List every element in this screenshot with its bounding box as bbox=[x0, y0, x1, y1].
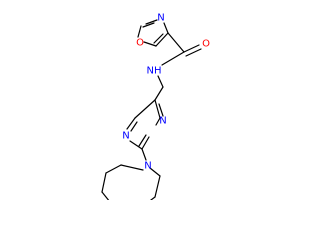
bond bbox=[138, 134, 147, 147]
bond bbox=[141, 136, 150, 150]
bond bbox=[154, 86, 164, 101]
bond bbox=[101, 172, 107, 193]
bond bbox=[157, 75, 164, 88]
bond bbox=[154, 99, 161, 119]
bond bbox=[101, 191, 115, 208]
bond bbox=[161, 51, 185, 66]
structure-canvas: N O O NH N N N bbox=[101, 13, 210, 210]
oxazole-nitrogen-label: N bbox=[157, 13, 164, 24]
bond bbox=[130, 121, 138, 132]
bond bbox=[134, 99, 156, 119]
bond bbox=[137, 25, 142, 38]
carbonyl-oxygen-label: O bbox=[202, 39, 210, 50]
bond bbox=[141, 148, 147, 161]
bond bbox=[138, 196, 156, 210]
pyrimidine-nitrogen-upper-label: N bbox=[159, 116, 166, 127]
bond bbox=[154, 175, 161, 198]
bond bbox=[167, 32, 185, 53]
bond bbox=[143, 41, 157, 47]
azocane-nitrogen-label: N bbox=[144, 161, 151, 172]
amide-nh-label: NH bbox=[147, 66, 162, 77]
bond bbox=[145, 19, 158, 25]
oxazole-oxygen-label: O bbox=[136, 38, 144, 49]
bond bbox=[153, 33, 164, 44]
bond bbox=[158, 103, 164, 117]
bond bbox=[155, 32, 169, 47]
bond bbox=[126, 117, 136, 130]
molecule-diagram: N O O NH N N N bbox=[101, 13, 210, 210]
pyrimidine-nitrogen-lower-label: N bbox=[122, 131, 129, 142]
bond bbox=[142, 22, 155, 28]
bond bbox=[149, 167, 161, 177]
bond bbox=[163, 22, 169, 34]
bond bbox=[120, 164, 144, 171]
bond bbox=[183, 44, 200, 53]
bond bbox=[105, 164, 122, 174]
bond bbox=[129, 140, 143, 150]
bond bbox=[185, 48, 202, 57]
bond bbox=[155, 117, 161, 126]
